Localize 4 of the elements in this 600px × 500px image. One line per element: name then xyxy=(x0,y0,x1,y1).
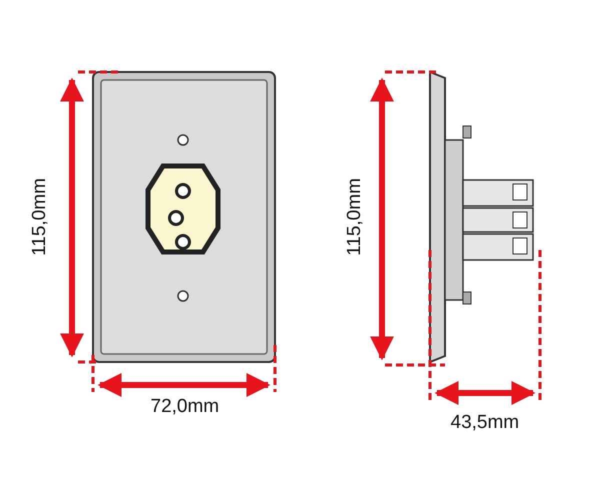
dimension-label: 43,5mm xyxy=(450,412,520,434)
dimension-label: 115,0mm xyxy=(28,178,51,256)
dimension-label: 115,0mm xyxy=(344,178,366,256)
dimension-label: 72,0mm xyxy=(150,396,220,418)
